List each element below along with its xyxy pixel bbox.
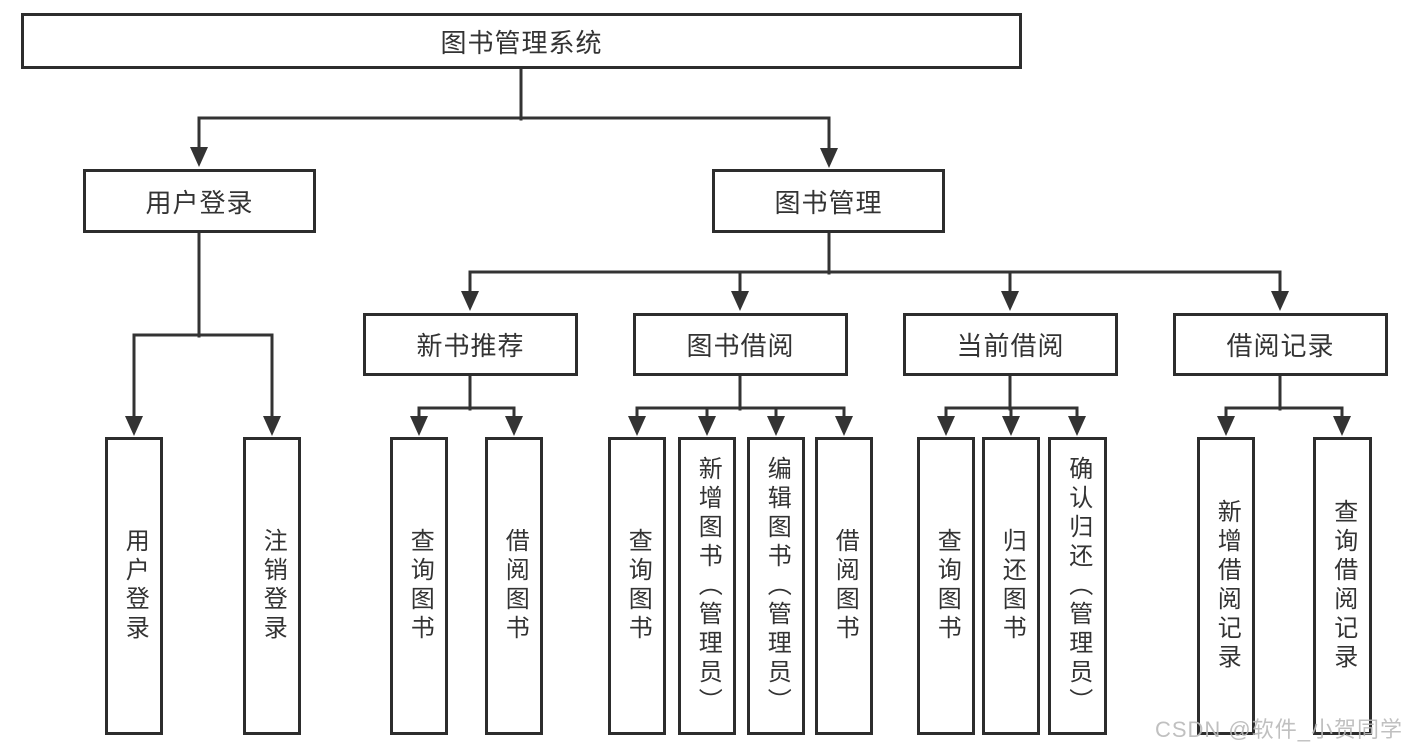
node-label: 图书管理 <box>774 187 883 218</box>
node-label: 用户登录 <box>145 187 254 218</box>
node-leaf-add-borrow-record: 新增借阅记录 <box>1197 437 1255 735</box>
node-label: 用户登录 <box>121 528 149 644</box>
node-label: 查询图书 <box>933 528 961 644</box>
node-leaf-borrow-books-2: 借阅图书 <box>815 437 873 735</box>
node-label: 查询图书 <box>624 528 652 644</box>
node-current-borrowing: 当前借阅 <box>903 313 1118 376</box>
node-leaf-query-borrow-record: 查询借阅记录 <box>1313 437 1372 735</box>
node-label: 借阅图书 <box>831 528 859 644</box>
node-label: 当前借阅 <box>956 331 1065 361</box>
node-label: 图书借阅 <box>686 331 795 361</box>
node-leaf-query-books-2: 查询图书 <box>608 437 666 735</box>
node-label: 查询图书 <box>406 528 434 644</box>
node-leaf-logout: 注销登录 <box>243 437 301 735</box>
node-leaf-edit-books-admin: 编辑图书（管理员） <box>747 437 805 735</box>
node-borrowing-records: 借阅记录 <box>1173 313 1388 376</box>
node-label: 借阅记录 <box>1226 331 1335 361</box>
csdn-watermark: CSDN @软件_小贺同学 <box>1154 717 1403 742</box>
node-book-borrowing: 图书借阅 <box>633 313 848 376</box>
node-label: 注销登录 <box>259 528 287 644</box>
node-library-management-system: 图书管理系统 <box>21 13 1022 69</box>
node-leaf-query-books-3: 查询图书 <box>917 437 975 735</box>
node-label: 编辑图书（管理员） <box>763 455 791 717</box>
node-leaf-borrow-books: 借阅图书 <box>485 437 543 735</box>
node-label: 新书推荐 <box>416 331 525 361</box>
node-label: 归还图书 <box>998 528 1026 644</box>
node-label: 新增图书（管理员） <box>694 455 722 717</box>
node-leaf-add-books-admin: 新增图书（管理员） <box>678 437 736 735</box>
node-label: 借阅图书 <box>501 528 529 644</box>
node-leaf-user-login: 用户登录 <box>105 437 163 735</box>
node-label: 查询借阅记录 <box>1329 499 1357 673</box>
node-label: 图书管理系统 <box>440 27 603 58</box>
node-user-login: 用户登录 <box>83 169 316 233</box>
node-new-book-recommend: 新书推荐 <box>363 313 578 376</box>
node-leaf-query-books: 查询图书 <box>390 437 448 735</box>
node-label: 新增借阅记录 <box>1213 499 1241 673</box>
node-leaf-confirm-return-admin: 确认归还（管理员） <box>1048 437 1107 735</box>
node-leaf-return-books: 归还图书 <box>982 437 1040 735</box>
node-book-management: 图书管理 <box>712 169 945 233</box>
node-label: 确认归还（管理员） <box>1064 455 1092 717</box>
